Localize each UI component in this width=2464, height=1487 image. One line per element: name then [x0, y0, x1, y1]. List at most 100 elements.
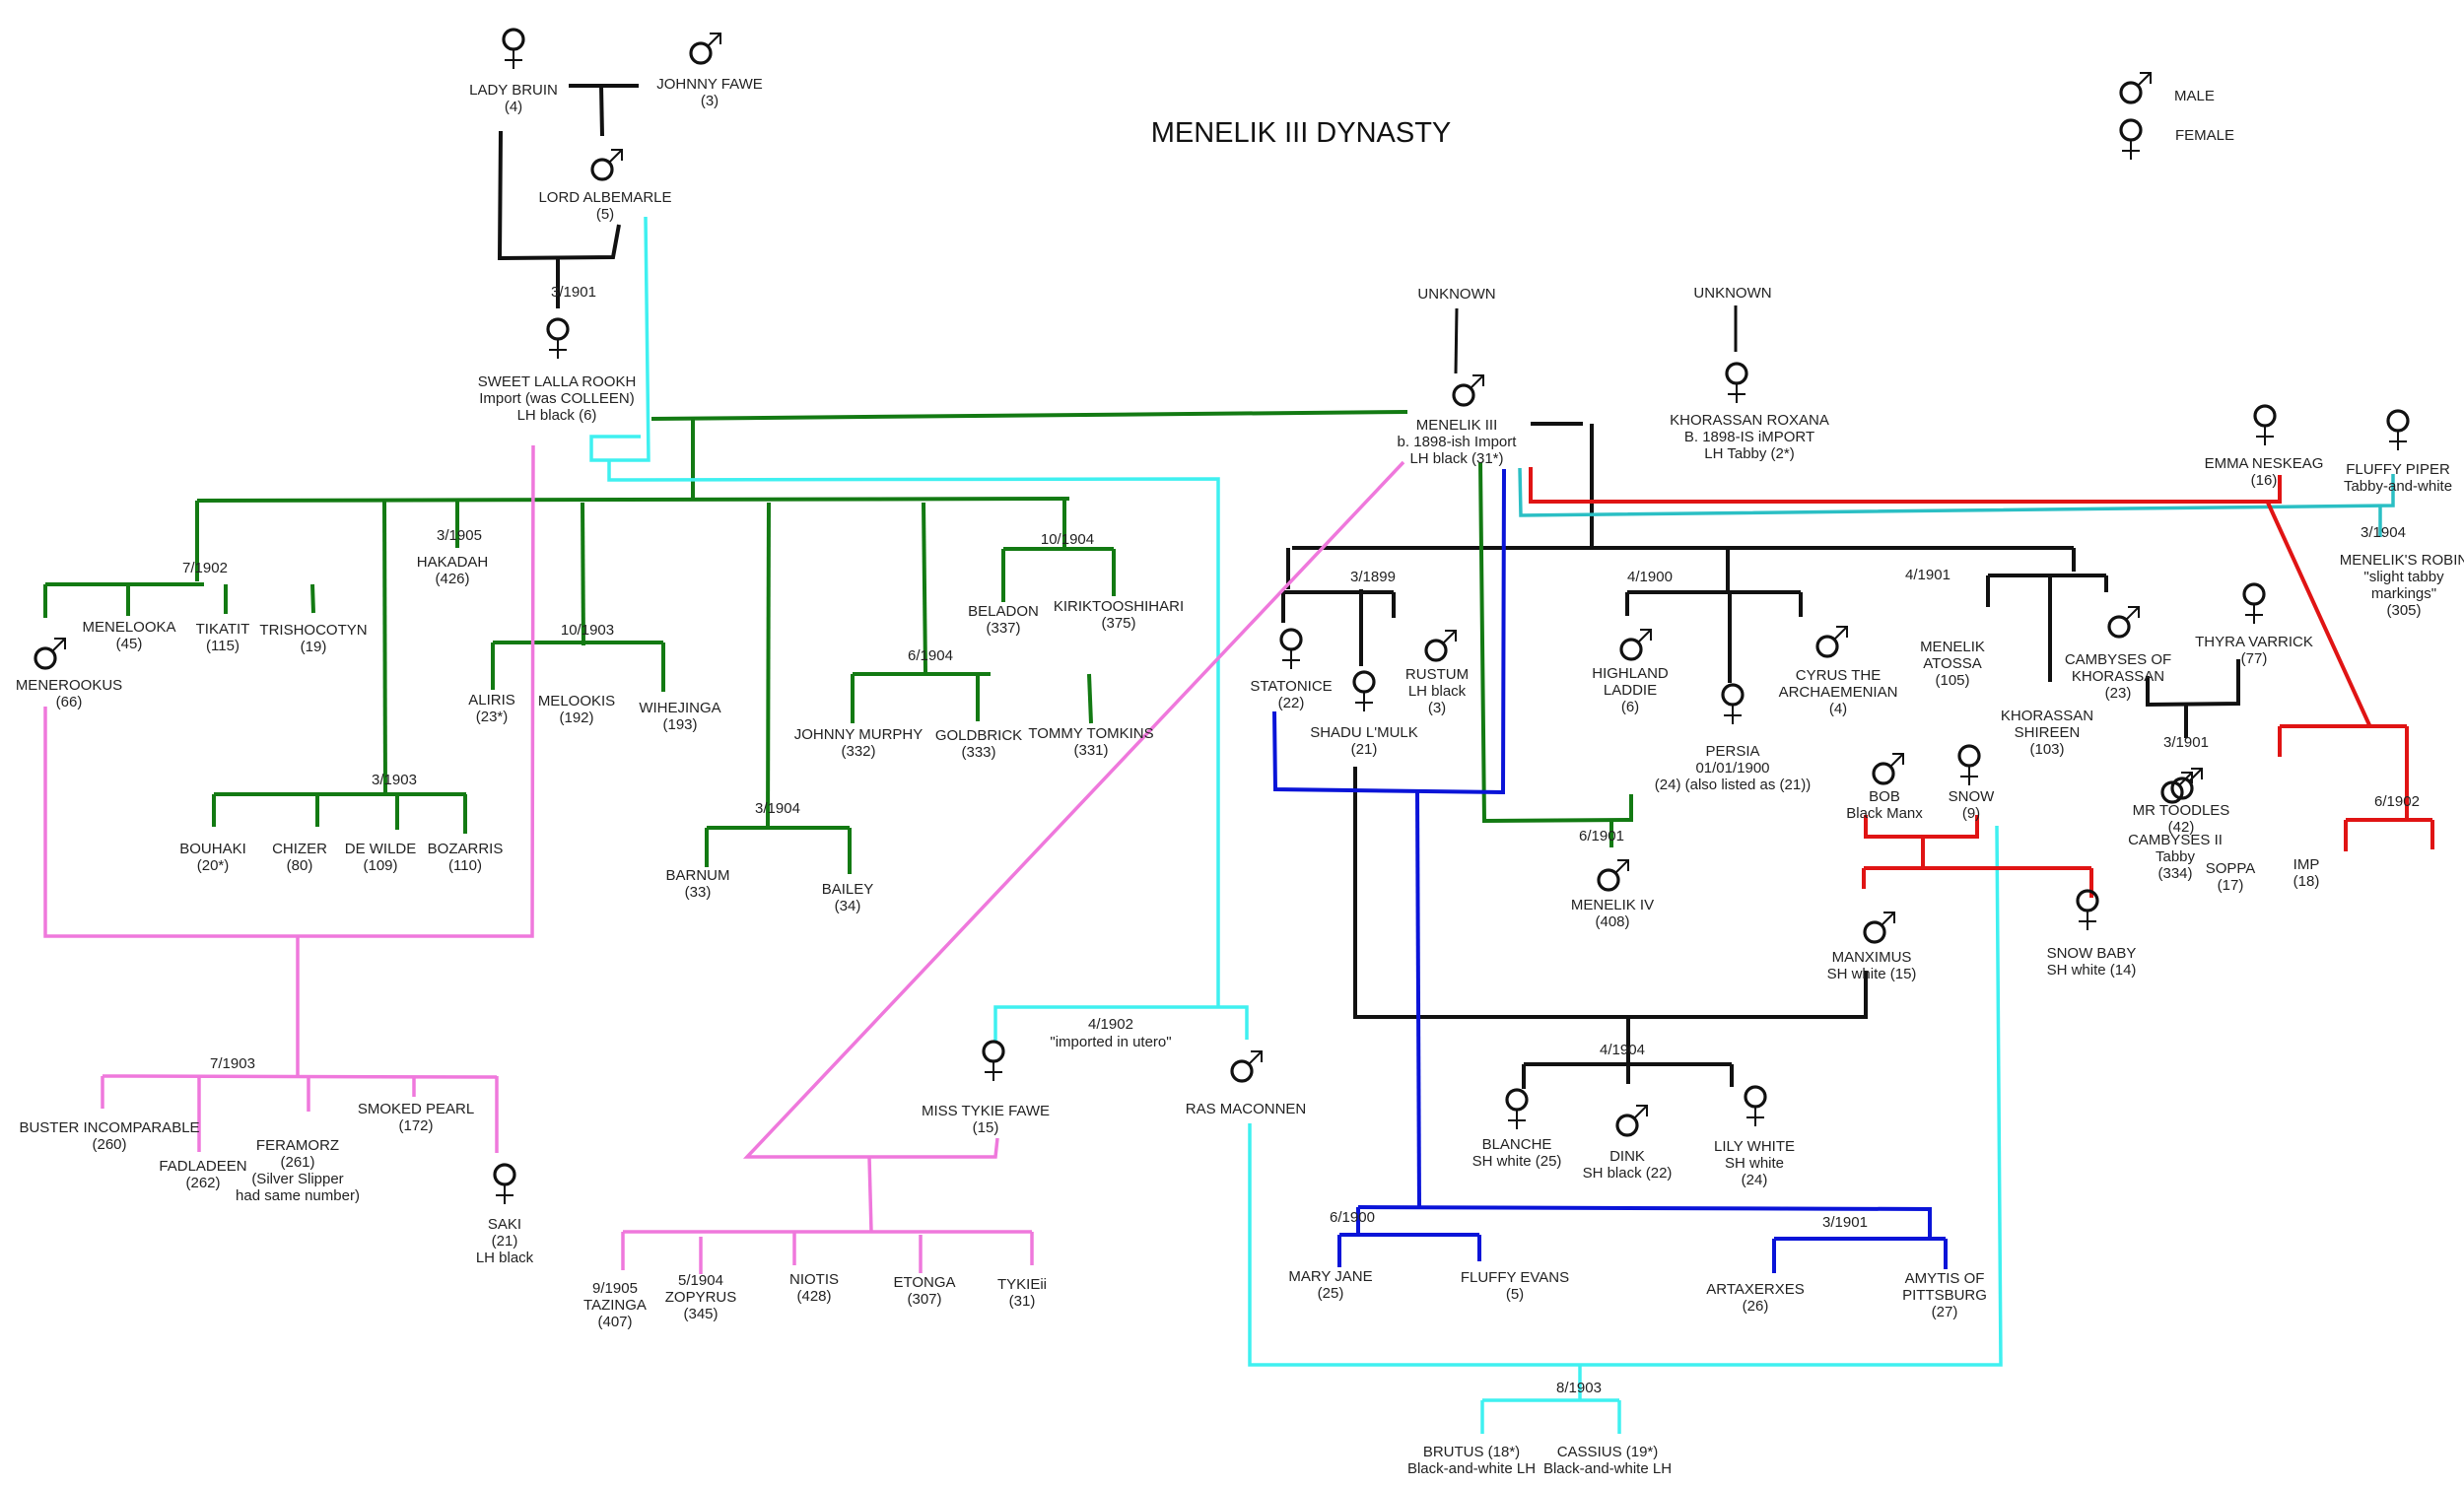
node-detail: ZOPYRUS [665, 1289, 737, 1306]
node-mr-toodles: MR TOODLES(42) [2133, 802, 2230, 836]
node-name: WIHEJINGA [639, 700, 720, 716]
node-shadu-lmulk: SHADU L'MULK(21) [1310, 724, 1418, 758]
connector-green [922, 502, 927, 673]
node-name: FERAMORZ [256, 1137, 339, 1154]
node-name: AMYTIS OF [1905, 1270, 1985, 1287]
litter-date: 3/1904 [2361, 524, 2406, 541]
node-detail: Tabby [2156, 848, 2196, 865]
litter-date: 6/1901 [1579, 828, 1624, 845]
male-symbol-icon [1597, 859, 1629, 892]
node-detail: (21) [1351, 741, 1378, 758]
node-saki: SAKI(21)LH black [476, 1216, 534, 1266]
node-detail: (20*) [197, 857, 230, 874]
node-labels: LADY BRUIN(4)JOHNNY FAWE(3)LORD ALBEMARL… [16, 76, 2464, 1477]
litter-date: 4/1904 [1600, 1042, 1645, 1058]
litter-date: 3/1901 [1822, 1214, 1868, 1231]
node-bouhaki: BOUHAKI(20*) [179, 841, 246, 874]
litter-date: 6/1902 [2374, 793, 2420, 810]
node-detail: PITTSBURG [1902, 1287, 1987, 1304]
litter-date: 8/1903 [1556, 1380, 1602, 1396]
node-detail: LH black (31*) [1409, 450, 1503, 467]
male-symbol-icon [689, 33, 721, 65]
node-detail: LH black [1408, 683, 1467, 700]
node-emma-neskeag: EMMA NESKEAG(16) [2205, 455, 2324, 489]
node-name: BLANCHE [1482, 1136, 1552, 1153]
node-mary-jane: MARY JANE(25) [1288, 1268, 1372, 1302]
node-fadladeen: FADLADEEN(262) [159, 1158, 246, 1191]
node-name: ARTAXERXES [1706, 1281, 1804, 1298]
node-detail: TAZINGA [583, 1297, 647, 1314]
node-name: UNKNOWN [1417, 286, 1495, 303]
node-name: SNOW BABY [2047, 945, 2137, 962]
node-detail: LH black (6) [517, 407, 597, 424]
node-detail: (426) [435, 571, 469, 587]
node-detail: 01/01/1900 [1695, 760, 1769, 777]
node-name: JOHNNY MURPHY [794, 726, 924, 743]
node-brutus: BRUTUS (18*)Black-and-white LH [1407, 1444, 1536, 1477]
litter-dates: 3/19017/19023/190510/190310/19046/19043/… [182, 284, 2420, 1396]
node-detail: (331) [1073, 742, 1108, 759]
node-detail: (261) [280, 1154, 314, 1171]
node-detail: SH white (15) [1827, 966, 1917, 982]
male-symbol-icon [1615, 1105, 1648, 1137]
node-name: DINK [1609, 1148, 1645, 1165]
node-bailey: BAILEY(34) [822, 881, 874, 914]
litter-date: 3/1901 [551, 284, 596, 301]
diagram-title: MENELIK III DYNASTY [1151, 117, 1452, 149]
connector-green [382, 500, 387, 794]
node-detail: LADDIE [1604, 682, 1657, 699]
female-symbol-icon [1505, 1088, 1529, 1129]
connector-black [2146, 659, 2240, 708]
litter-date: 4/1902 [1088, 1016, 1133, 1033]
node-soppa: SOPPA(17) [2206, 860, 2256, 894]
female-symbol-icon [1957, 744, 1981, 785]
connector-green [1087, 673, 1093, 724]
node-cassius: CASSIUS (19*)Black-and-white LH [1543, 1444, 1672, 1477]
node-name: TYKIEii [997, 1276, 1047, 1293]
node-barnum: BARNUM(33) [665, 867, 729, 901]
node-detail: (260) [92, 1136, 126, 1153]
connector-blue [1272, 468, 1506, 795]
node-menelooka: MENELOOKA(45) [82, 619, 175, 652]
connector-black [599, 85, 604, 137]
connector-green [196, 497, 1070, 503]
node-detail: (105) [1935, 672, 1969, 689]
node-detail: (4) [505, 99, 522, 115]
node-lord-albemarle: LORD ALBEMARLE(5) [538, 189, 671, 223]
node-trishocotyn: TRISHOCOTYN(19) [259, 622, 367, 655]
node-aliris: ALIRIS(23*) [468, 692, 515, 725]
node-name: LILY WHITE [1714, 1138, 1795, 1155]
node-detail: (193) [662, 716, 697, 733]
female-symbol-icon [2386, 409, 2410, 450]
node-thyra-varrick: THYRA VARRICK(77) [2195, 634, 2313, 667]
node-johnny-fawe: JOHNNY FAWE(3) [656, 76, 763, 109]
connector-blue [1415, 791, 1421, 1209]
connector-red [2266, 502, 2372, 728]
node-statonice: STATONICE(22) [1250, 678, 1332, 711]
node-detail: b. 1898-ish Import [1398, 434, 1518, 450]
connector-black [1353, 767, 1868, 1019]
node-name: SOPPA [2206, 860, 2256, 877]
node-detail: Black Manx [1846, 805, 1923, 822]
female-symbol-icon [493, 1163, 516, 1204]
node-johnny-murphy: JOHNNY MURPHY(332) [794, 726, 924, 760]
node-goldbrick: GOLDBRICK(333) [935, 727, 1022, 761]
male-symbol-icon [2107, 606, 2140, 639]
node-name: BELADON [968, 603, 1039, 620]
node-name: SWEET LALLA ROOKH [478, 373, 637, 390]
litter-date: 3/1903 [372, 772, 417, 788]
node-detail: (80) [287, 857, 313, 874]
node-detail: (407) [597, 1314, 632, 1330]
node-name: PERSIA [1705, 743, 1759, 760]
litter-date: 3/1904 [755, 800, 800, 817]
node-detail: Tabby-and-white [2344, 478, 2452, 495]
